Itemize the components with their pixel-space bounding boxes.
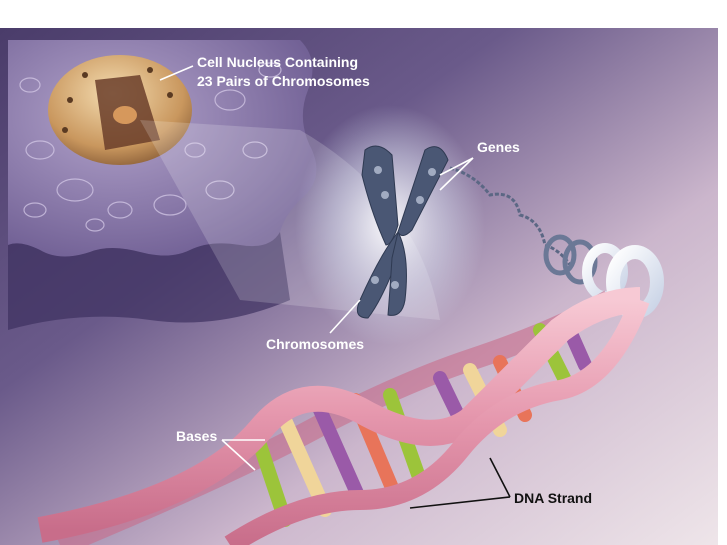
top-margin <box>0 0 727 28</box>
chromatin-thread <box>449 166 572 266</box>
chromosome <box>356 145 449 319</box>
label-nucleus-line1: Cell Nucleus Containing <box>197 54 358 70</box>
nucleus-leader <box>159 65 194 81</box>
label-bases: Bases <box>176 428 217 444</box>
label-genes: Genes <box>477 139 520 155</box>
dna-strand-leader-2 <box>489 457 511 498</box>
chromosomes-leader <box>329 299 361 334</box>
dna-strand-leader-1 <box>409 496 511 509</box>
cell-organelles <box>19 62 282 232</box>
label-chromosomes: Chromosomes <box>266 336 364 352</box>
cell-underside <box>8 232 290 330</box>
label-nucleus-line2: 23 Pairs of Chromosomes <box>197 73 370 89</box>
dna-helix <box>37 287 650 545</box>
dna-backbone-front <box>37 287 641 543</box>
dna-backbone-lower <box>224 296 650 545</box>
label-leaders <box>159 65 511 509</box>
chromosome-bands <box>371 166 436 289</box>
label-dna-strand: DNA Strand <box>514 490 592 506</box>
right-margin <box>718 0 727 545</box>
cell-nucleus <box>48 55 192 165</box>
bases-leader-2 <box>221 439 256 471</box>
genes-leader-1 <box>439 157 474 176</box>
genes-leader-2 <box>439 157 474 191</box>
